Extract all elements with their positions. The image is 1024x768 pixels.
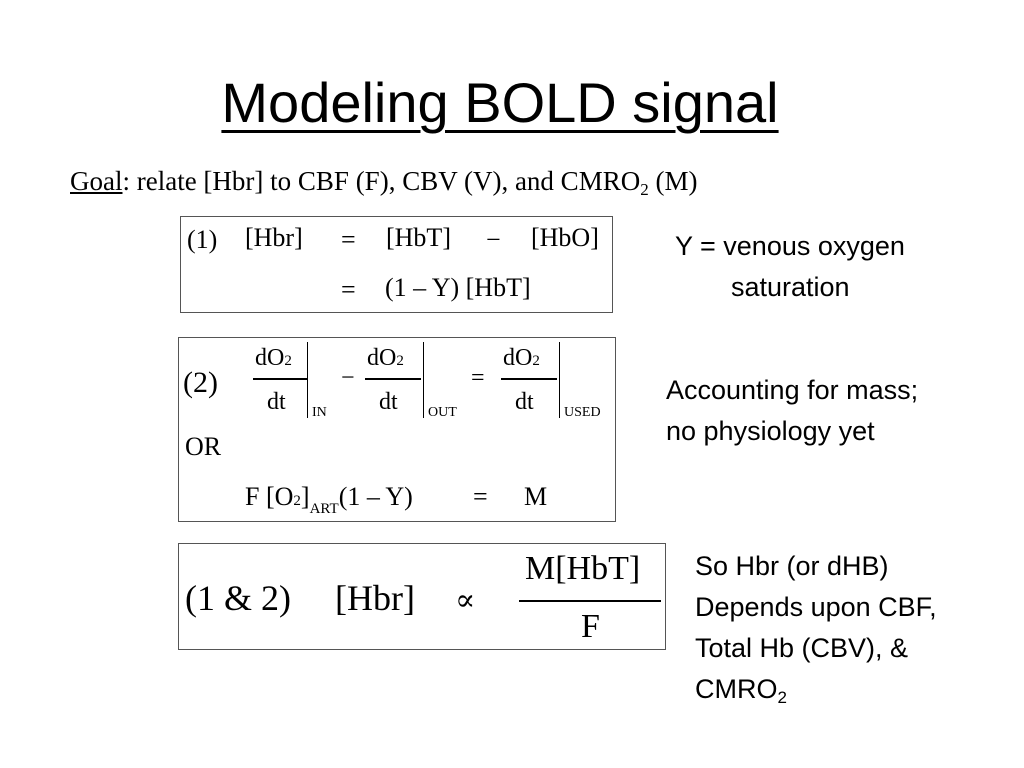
eq3-numerator: M[HbT] [525, 550, 641, 587]
eq3-fraction-bar [519, 600, 661, 602]
eq3-denominator: F [581, 608, 600, 645]
note-venous-saturation: Y = venous oxygen saturation [675, 231, 905, 302]
eq2-frac1-num: dO2 [255, 345, 292, 371]
eq1-hbo: [HbO] [531, 223, 599, 252]
eq2-frac1-den: dt [267, 389, 286, 415]
eq2-row2-equals: = [473, 482, 488, 511]
note-mass-accounting: Accounting for mass; no physiology yet [666, 375, 919, 446]
eq2-frac2-bar [365, 378, 421, 380]
eq2-frac1-bar [253, 378, 307, 380]
eq3-hbr: [Hbr] [335, 578, 415, 618]
eq2-frac3-num: dO2 [503, 345, 540, 371]
eq1-equals-2: = [341, 275, 356, 304]
note-hbr-dependence: So Hbr (or dHB) Depends upon CBF, Total … [695, 551, 937, 707]
eq2-or: OR [185, 432, 222, 461]
eq2-frac2-num: dO2 [367, 345, 404, 371]
eq1-hbr: [Hbr] [245, 223, 303, 252]
eq1-number: (1) [187, 225, 218, 254]
eq2-row2: F [O2]ART(1 – Y) [245, 482, 413, 517]
eq2-frac3-den: dt [515, 389, 534, 415]
eq2-equals: = [471, 365, 485, 391]
goal-line: Goal: relate [Hbr] to CBF (F), CBV (V), … [70, 166, 697, 200]
equation-box-2: (2) dO2 dt IN − dO2 dt OUT = dO2 dt USED… [178, 337, 616, 522]
eq1-rhs: (1 – Y) [HbT] [385, 273, 531, 302]
eq2-row2-m: M [524, 482, 548, 511]
goal-text: : relate [Hbr] to CBF (F), CBV (V), and … [122, 166, 641, 196]
eq3-proportional: ∝ [455, 584, 476, 617]
goal-tail: (M) [648, 166, 698, 196]
eq2-sub-out: OUT [428, 405, 457, 420]
equation-box-1: (1) [Hbr] = [HbT] − [HbO] = (1 – Y) [HbT… [180, 216, 613, 313]
eq2-sub-in: IN [312, 405, 327, 420]
eq2-bar-used [559, 342, 561, 418]
eq1-minus: − [486, 225, 501, 254]
eq1-hbt: [HbT] [386, 223, 451, 252]
goal-label: Goal [70, 166, 123, 196]
eq2-minus: − [341, 365, 355, 391]
eq2-frac2-den: dt [379, 389, 398, 415]
eq2-number: (2) [183, 366, 218, 399]
eq1-equals-1: = [341, 225, 356, 254]
eq2-sub-used: USED [564, 405, 601, 420]
eq2-frac3-bar [501, 378, 557, 380]
equation-box-3: (1 & 2) [Hbr] ∝ M[HbT] F [178, 543, 666, 650]
eq3-number: (1 & 2) [185, 578, 291, 618]
eq2-bar-in [307, 342, 309, 418]
goal-sub: 2 [640, 180, 649, 199]
slide-title: Modeling BOLD signal [221, 71, 779, 134]
eq2-bar-out [423, 342, 425, 418]
